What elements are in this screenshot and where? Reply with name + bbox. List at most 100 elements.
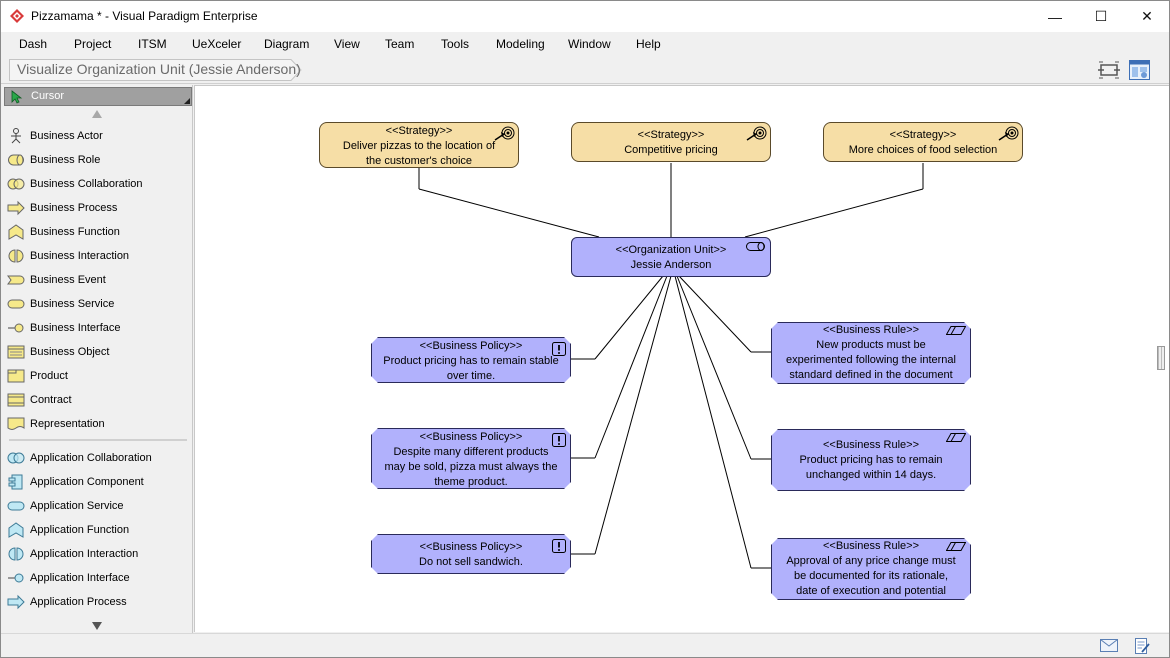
menu-project[interactable]: Project xyxy=(74,37,112,51)
palette-label: Application Component xyxy=(30,476,144,488)
connector-strategy-3-diag xyxy=(744,188,924,238)
menu-uexceler[interactable]: UeXceler xyxy=(192,37,242,51)
palette-item-business-event[interactable]: Business Event xyxy=(1,270,191,290)
business-collaboration-icon xyxy=(7,178,25,190)
menu-view[interactable]: View xyxy=(334,37,360,51)
palette-item-product[interactable]: Product xyxy=(1,366,191,386)
visual-paradigm-logo-icon xyxy=(10,9,24,23)
rule-text-line: experimented following the internal xyxy=(786,354,956,366)
stereotype-label: <<Business Rule>> xyxy=(822,439,919,451)
palette-scroll-up-icon[interactable] xyxy=(92,110,102,118)
close-button[interactable]: ✕ xyxy=(1141,8,1153,24)
palette-scroll-down-icon[interactable] xyxy=(92,622,102,630)
application-collaboration-icon xyxy=(7,452,25,464)
palette-item-business-object[interactable]: Business Object xyxy=(1,342,191,362)
palette-item-business-service[interactable]: Business Service xyxy=(1,294,191,314)
stereotype-label: <<Strategy>> xyxy=(385,125,453,137)
application-process-icon xyxy=(7,594,25,610)
menu-help[interactable]: Help xyxy=(636,37,661,51)
palette-label: Business Actor xyxy=(30,130,103,142)
business-function-icon xyxy=(8,224,24,240)
fit-to-window-icon[interactable] xyxy=(1098,61,1120,79)
palette-item-business-interaction[interactable]: Business Interaction xyxy=(1,246,191,266)
panel-resize-handle[interactable] xyxy=(1157,346,1165,370)
connector-rule-1 xyxy=(678,275,752,353)
rule-text-line: New products must be xyxy=(816,339,926,351)
palette-item-application-component[interactable]: Application Component xyxy=(1,472,191,492)
palette-label: Business Collaboration xyxy=(30,178,143,190)
palette-cursor-tool[interactable]: Cursor xyxy=(4,87,192,106)
stereotype-label: <<Business Policy>> xyxy=(419,431,523,443)
cursor-arrow-icon xyxy=(11,90,23,104)
business-interaction-icon xyxy=(8,249,24,263)
palette-label: Application Process xyxy=(30,596,127,608)
policy-text-line: may be sold, pizza must always the xyxy=(384,461,558,473)
layout-panel-icon[interactable] xyxy=(1129,60,1150,80)
menu-itsm[interactable]: ITSM xyxy=(138,37,167,51)
contract-icon xyxy=(7,393,25,407)
menu-tools[interactable]: Tools xyxy=(441,37,470,51)
palette-item-representation[interactable]: Representation xyxy=(1,414,191,434)
menu-window[interactable]: Window xyxy=(568,37,611,51)
organization-unit-icon xyxy=(746,242,765,251)
palette-label: Application Interface xyxy=(30,572,130,584)
rule-text-line: Approval of any price change must xyxy=(786,555,956,567)
palette-item-application-process[interactable]: Application Process xyxy=(1,592,191,612)
business-service-icon xyxy=(7,299,25,309)
business-interface-icon xyxy=(8,323,24,333)
palette-label: Business Function xyxy=(30,226,120,238)
business-rule-parallelogram-icon xyxy=(946,326,966,335)
business-rule-price-change-approval[interactable]: <<Business Rule>> Approval of any price … xyxy=(771,538,971,600)
palette-item-business-role[interactable]: Business Role xyxy=(1,150,191,170)
menu-dash[interactable]: Dash xyxy=(19,37,48,51)
business-policy-no-sandwich[interactable]: <<Business Policy>> Do not sell sandwich… xyxy=(371,534,571,574)
diagram-palette: Cursor Business Actor Business Role Busi… xyxy=(1,85,193,633)
product-icon xyxy=(7,369,25,383)
business-role-icon xyxy=(8,154,24,166)
palette-item-application-collaboration[interactable]: Application Collaboration xyxy=(1,448,191,468)
application-interaction-icon xyxy=(8,547,24,561)
stereotype-label: <<Business Policy>> xyxy=(419,340,523,352)
palette-item-contract[interactable]: Contract xyxy=(1,390,191,410)
connector-policy-1 xyxy=(594,275,664,360)
policy-text-line: Product pricing has to remain stable xyxy=(383,355,559,367)
connector-policy-2 xyxy=(594,275,668,459)
maximize-button[interactable]: ☐ xyxy=(1094,8,1108,24)
menu-modeling[interactable]: Modeling xyxy=(496,37,545,51)
palette-item-business-interface[interactable]: Business Interface xyxy=(1,318,191,338)
business-object-icon xyxy=(7,345,25,359)
business-policy-pizza-theme[interactable]: <<Business Policy>> Despite many differe… xyxy=(371,428,571,489)
policy-text-line: Do not sell sandwich. xyxy=(419,556,523,568)
application-service-icon xyxy=(7,501,25,511)
palette-label: Application Service xyxy=(30,500,124,512)
business-policy-stable-pricing[interactable]: <<Business Policy>> Product pricing has … xyxy=(371,337,571,383)
menu-team[interactable]: Team xyxy=(385,37,415,51)
business-rule-parallelogram-icon xyxy=(946,433,966,442)
mail-icon[interactable] xyxy=(1100,639,1118,652)
palette-label: Contract xyxy=(30,394,72,406)
palette-cursor-label: Cursor xyxy=(31,90,65,102)
palette-label: Business Object xyxy=(30,346,110,358)
diagram-canvas[interactable]: <<Strategy>> Deliver pizzas to the locat… xyxy=(194,85,1169,632)
strategy-more-food-choices[interactable]: <<Strategy>> More choices of food select… xyxy=(823,122,1023,162)
strategy-course-of-action-icon xyxy=(998,126,1019,141)
strategy-competitive-pricing[interactable]: <<Strategy>> Competitive pricing xyxy=(571,122,771,162)
breadcrumb[interactable]: Visualize Organization Unit (Jessie Ande… xyxy=(9,59,302,81)
palette-item-application-interaction[interactable]: Application Interaction xyxy=(1,544,191,564)
palette-item-application-interface[interactable]: Application Interface xyxy=(1,568,191,588)
palette-label: Business Service xyxy=(30,298,115,310)
document-edit-icon[interactable] xyxy=(1134,637,1150,655)
palette-item-business-collaboration[interactable]: Business Collaboration xyxy=(1,174,191,194)
business-rule-pricing-unchanged[interactable]: <<Business Rule>> Product pricing has to… xyxy=(771,429,971,491)
palette-item-business-process[interactable]: Business Process xyxy=(1,198,191,218)
palette-item-business-function[interactable]: Business Function xyxy=(1,222,191,242)
palette-item-application-function[interactable]: Application Function xyxy=(1,520,191,540)
strategy-deliver-pizzas[interactable]: <<Strategy>> Deliver pizzas to the locat… xyxy=(319,122,519,168)
palette-item-business-actor[interactable]: Business Actor xyxy=(1,126,191,146)
palette-item-application-service[interactable]: Application Service xyxy=(1,496,191,516)
menu-diagram[interactable]: Diagram xyxy=(264,37,310,51)
organization-unit-jessie-anderson[interactable]: <<Organization Unit>> Jessie Anderson xyxy=(571,237,771,277)
business-event-icon xyxy=(7,275,25,285)
business-rule-new-products[interactable]: <<Business Rule>> New products must be e… xyxy=(771,322,971,384)
minimize-button[interactable]: — xyxy=(1048,8,1062,25)
